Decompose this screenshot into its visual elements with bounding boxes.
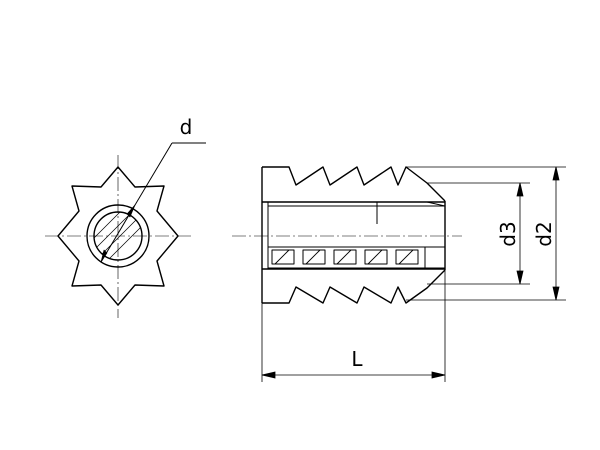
diameter-arrow-top [126, 204, 136, 218]
dimensions [261, 166, 566, 382]
d3-arrow-top [516, 182, 524, 197]
bottom-thread-profile [262, 269, 446, 304]
star-outline [57, 166, 179, 306]
dimension-label-d2: d2 [532, 221, 556, 246]
bore-hatching [94, 212, 142, 260]
section-hatch-lines [274, 249, 414, 265]
diameter-label-d: d [180, 115, 193, 139]
diameter-leader-line [100, 142, 173, 263]
l-arrow-left [261, 371, 276, 379]
outer-bore-circle [86, 204, 150, 268]
d2-arrow-bottom [552, 286, 560, 301]
dimension-label-l: L [351, 347, 363, 371]
side-view [232, 166, 462, 304]
d3-arrow-bottom [516, 270, 524, 285]
l-arrow-right [431, 371, 446, 379]
top-thread-profile [262, 166, 446, 202]
end-view [45, 142, 206, 318]
dimension-label-d3: d3 [496, 221, 520, 246]
section-hatch-cells [271, 249, 419, 265]
inner-bore-circle [93, 211, 143, 261]
bore-chamfer [426, 201, 446, 207]
diameter-arrow-bottom [100, 249, 108, 263]
d2-arrow-top [552, 166, 560, 181]
